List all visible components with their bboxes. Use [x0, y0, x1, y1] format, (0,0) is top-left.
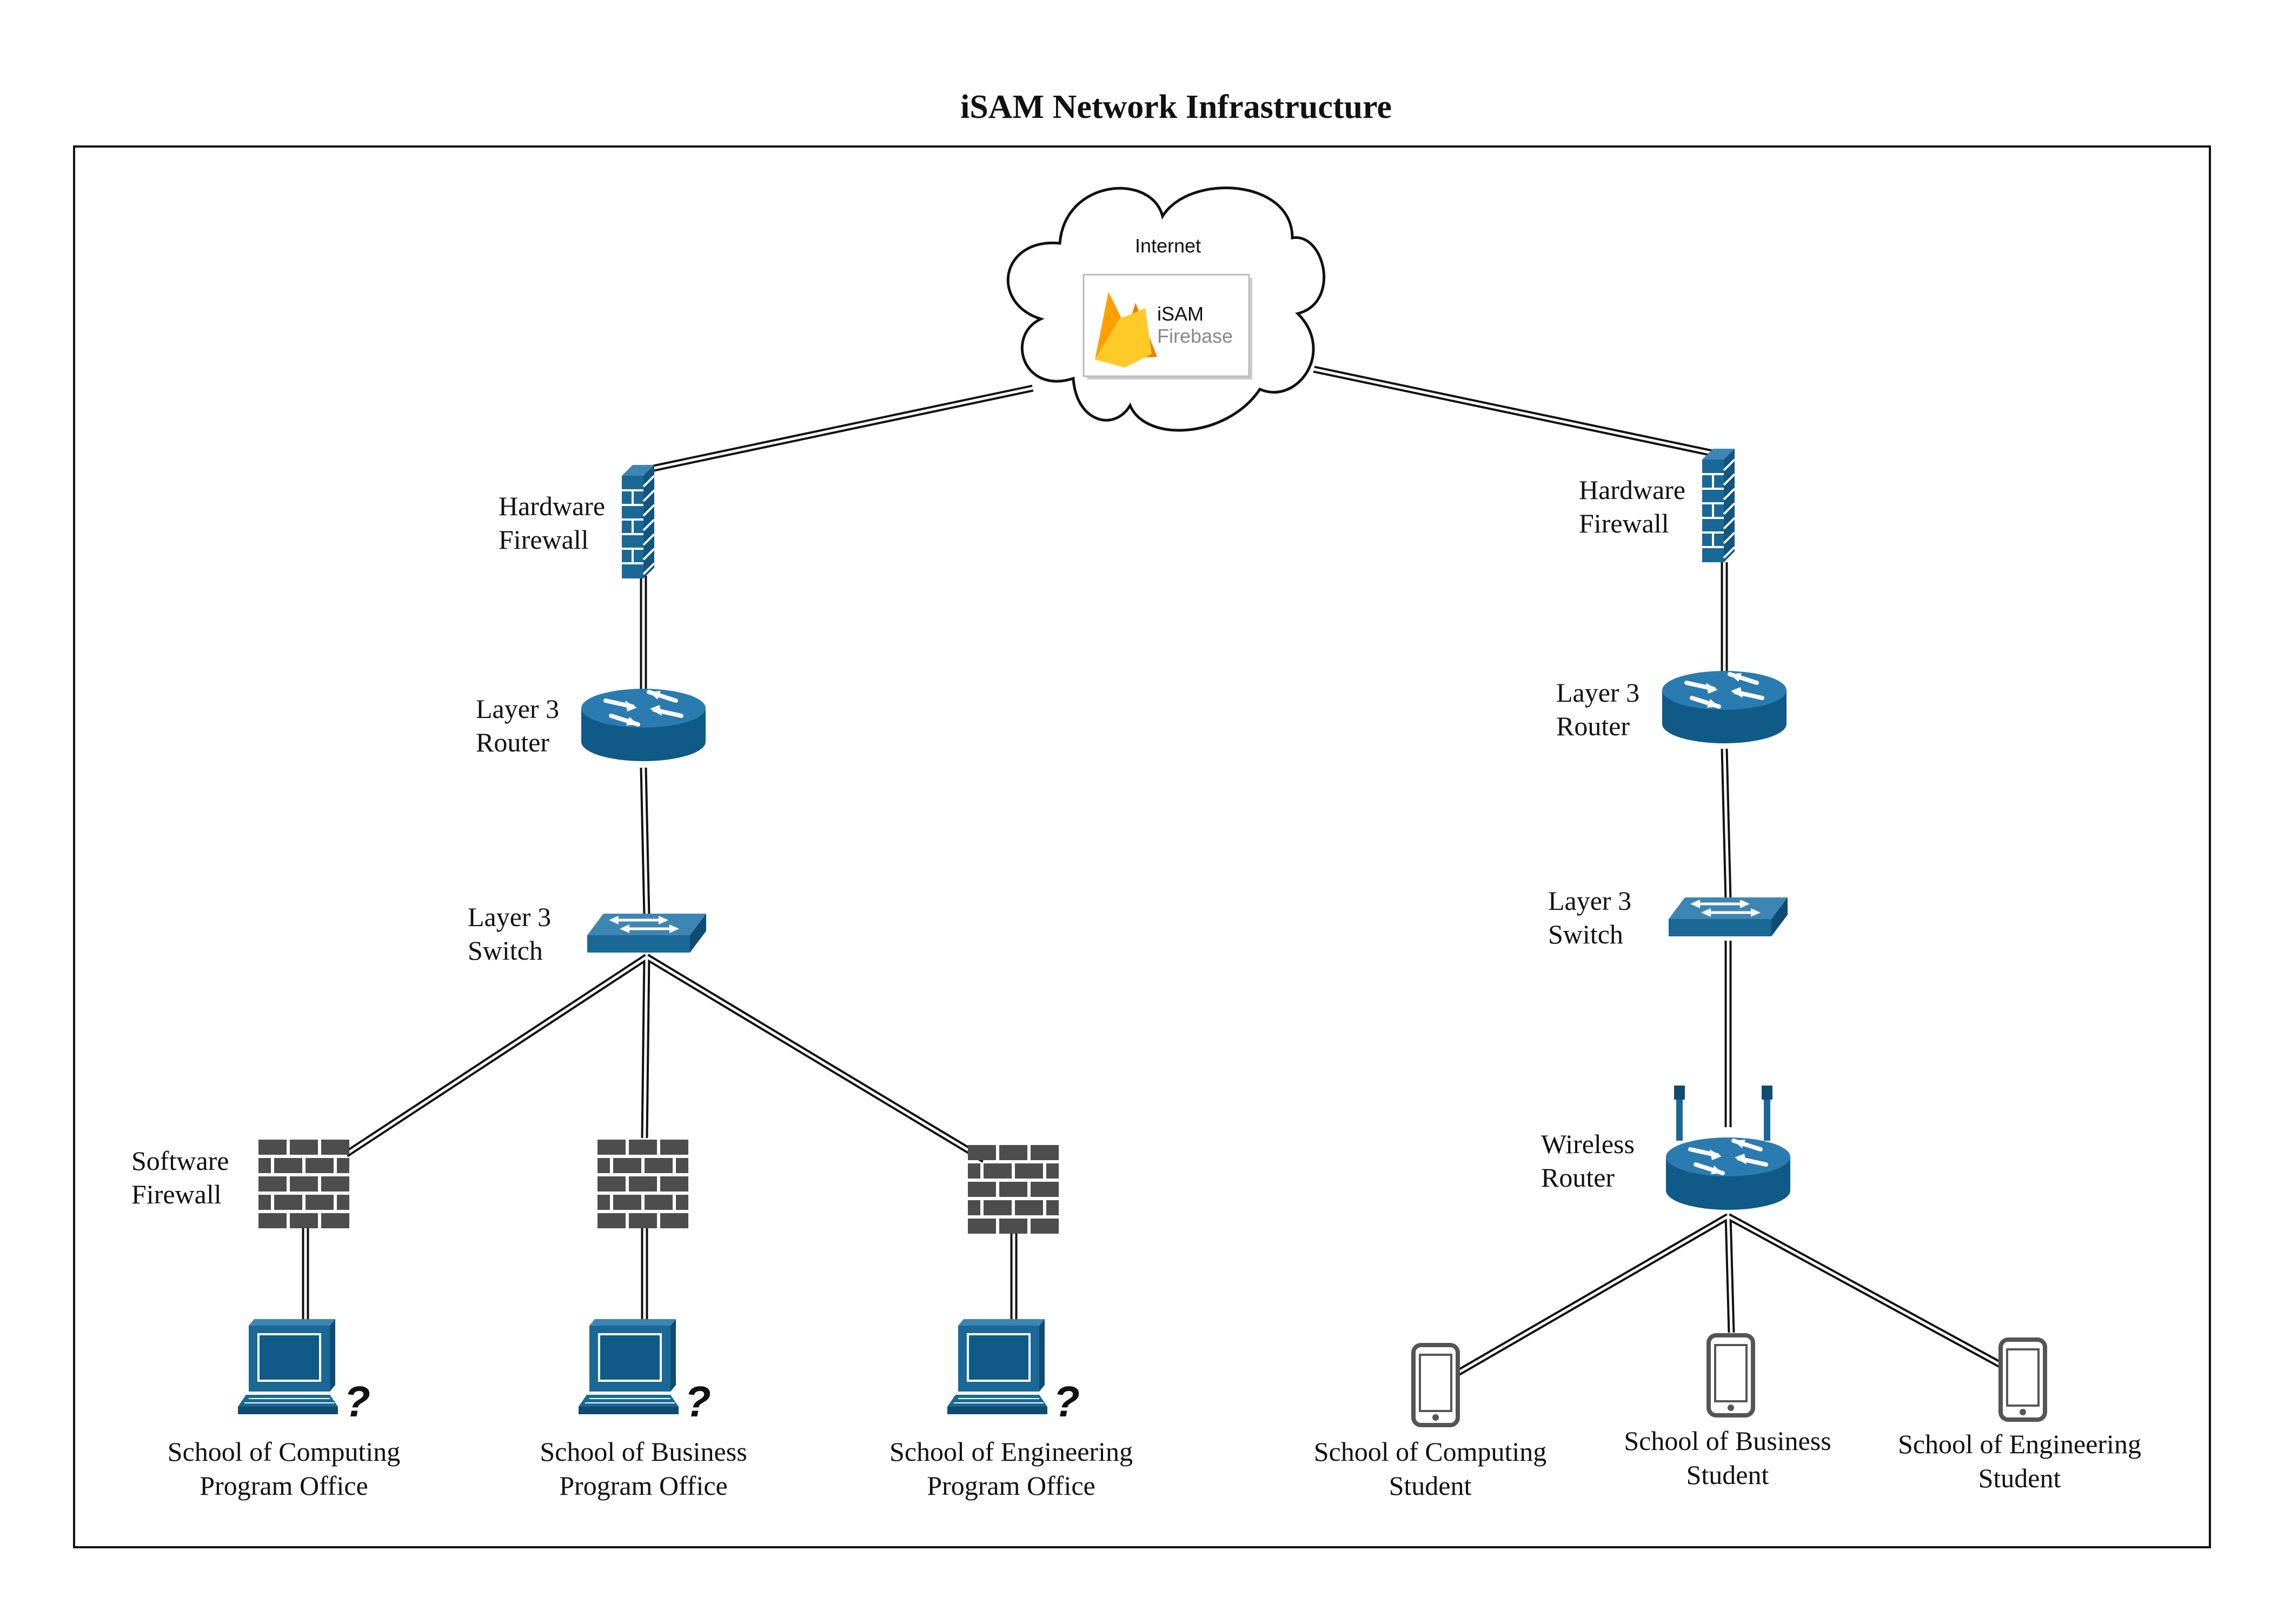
software-firewall-engineering — [968, 1145, 1059, 1234]
brick-wall-icon — [968, 1145, 1059, 1234]
brick-wall-icon — [597, 1140, 688, 1228]
left-switch: Layer 3 Switch — [468, 902, 706, 966]
right-router-label-2: Router — [1556, 711, 1630, 741]
endpoint-label-2: Program Office — [200, 1470, 368, 1501]
left-hardware-firewall-label-2: Firewall — [499, 524, 589, 555]
endpoint-computing-office: School of Computing Program Office — [168, 1318, 401, 1501]
endpoint-label-1: School of Computing — [168, 1436, 401, 1467]
antenna-icon — [1674, 1086, 1772, 1141]
endpoint-computing-student: School of Computing Student — [1314, 1345, 1547, 1501]
software-firewall-label-1: Software — [131, 1146, 229, 1176]
wireless-router: Wireless Router — [1541, 1086, 1790, 1210]
endpoint-label-1: School of Engineering — [1898, 1429, 2141, 1459]
workstation-icon — [946, 1318, 1081, 1427]
endpoint-label-1: School of Business — [1624, 1426, 1831, 1456]
smartphone-icon — [1413, 1345, 1458, 1425]
software-firewall-business — [597, 1140, 688, 1228]
firebase-app-sub: Firebase — [1157, 325, 1233, 347]
right-hardware-firewall: Hardware Firewall — [1579, 448, 1736, 563]
diagram-frame — [73, 145, 2211, 1548]
left-router-label-2: Router — [476, 727, 549, 757]
left-hardware-firewall: Hardware Firewall — [499, 464, 655, 580]
endpoint-engineering-office: School of Engineering Program Office — [889, 1318, 1133, 1501]
wireless-router-icon — [1666, 1137, 1790, 1210]
isam-app-name: iSAM — [1157, 303, 1204, 325]
endpoint-label-1: School of Business — [540, 1436, 747, 1467]
wireless-router-label-1: Wireless — [1541, 1129, 1635, 1159]
workstation-icon — [237, 1318, 371, 1427]
right-router: Layer 3 Router — [1556, 671, 1787, 743]
endpoint-engineering-student: School of Engineering Student — [1898, 1340, 2141, 1493]
right-switch: Layer 3 Switch — [1548, 886, 1788, 949]
diagram-title: iSAM Network Infrastructure — [960, 89, 1392, 125]
firebase-flame-icon — [1095, 292, 1157, 368]
wireless-router-label-2: Router — [1541, 1162, 1615, 1193]
endpoint-label-2: Student — [1686, 1460, 1769, 1490]
endpoint-business-office: School of Business Program Office — [540, 1318, 747, 1501]
internet-cloud: Internet iSAM Firebase — [1006, 187, 1325, 432]
left-router-label-1: Layer 3 — [476, 694, 559, 724]
software-firewall-label-2: Firewall — [131, 1179, 222, 1209]
right-router-label-1: Layer 3 — [1556, 677, 1639, 708]
firewall-icon — [1701, 448, 1736, 563]
router-icon — [1662, 671, 1787, 743]
smartphone-icon — [1709, 1335, 1753, 1415]
endpoint-label-1: School of Computing — [1314, 1436, 1547, 1467]
switch-icon — [1669, 897, 1788, 936]
right-switch-label-2: Switch — [1548, 919, 1623, 949]
network-links — [302, 365, 2008, 1376]
software-firewall-computing: Software Firewall — [131, 1140, 349, 1228]
left-switch-label-2: Switch — [468, 935, 543, 966]
endpoint-label-2: Student — [1389, 1470, 1472, 1501]
right-switch-label-1: Layer 3 — [1548, 886, 1631, 916]
endpoint-label-2: Program Office — [927, 1470, 1095, 1501]
switch-icon — [587, 914, 706, 953]
internet-label: Internet — [1135, 235, 1201, 257]
smartphone-icon — [2001, 1340, 2045, 1420]
brick-wall-icon — [258, 1140, 349, 1228]
left-branch: Hardware Firewall Layer 3 Router Layer 3… — [131, 464, 1133, 1501]
left-router: Layer 3 Router — [476, 689, 706, 761]
left-hardware-firewall-label-1: Hardware — [499, 491, 605, 521]
left-switch-label-1: Layer 3 — [468, 902, 551, 932]
endpoint-label-1: School of Engineering — [889, 1436, 1133, 1467]
workstation-icon — [577, 1318, 712, 1427]
router-icon — [581, 689, 706, 761]
isam-firebase-card: iSAM Firebase — [1083, 274, 1252, 380]
right-hardware-firewall-label-2: Firewall — [1579, 508, 1669, 538]
right-hardware-firewall-label-1: Hardware — [1579, 475, 1685, 505]
endpoint-label-2: Program Office — [559, 1470, 727, 1501]
endpoint-business-student: School of Business Student — [1624, 1335, 1831, 1490]
endpoint-label-2: Student — [1978, 1463, 2061, 1493]
firewall-icon — [621, 464, 655, 580]
right-branch: Hardware Firewall Layer 3 Router Layer 3… — [1314, 448, 2141, 1501]
